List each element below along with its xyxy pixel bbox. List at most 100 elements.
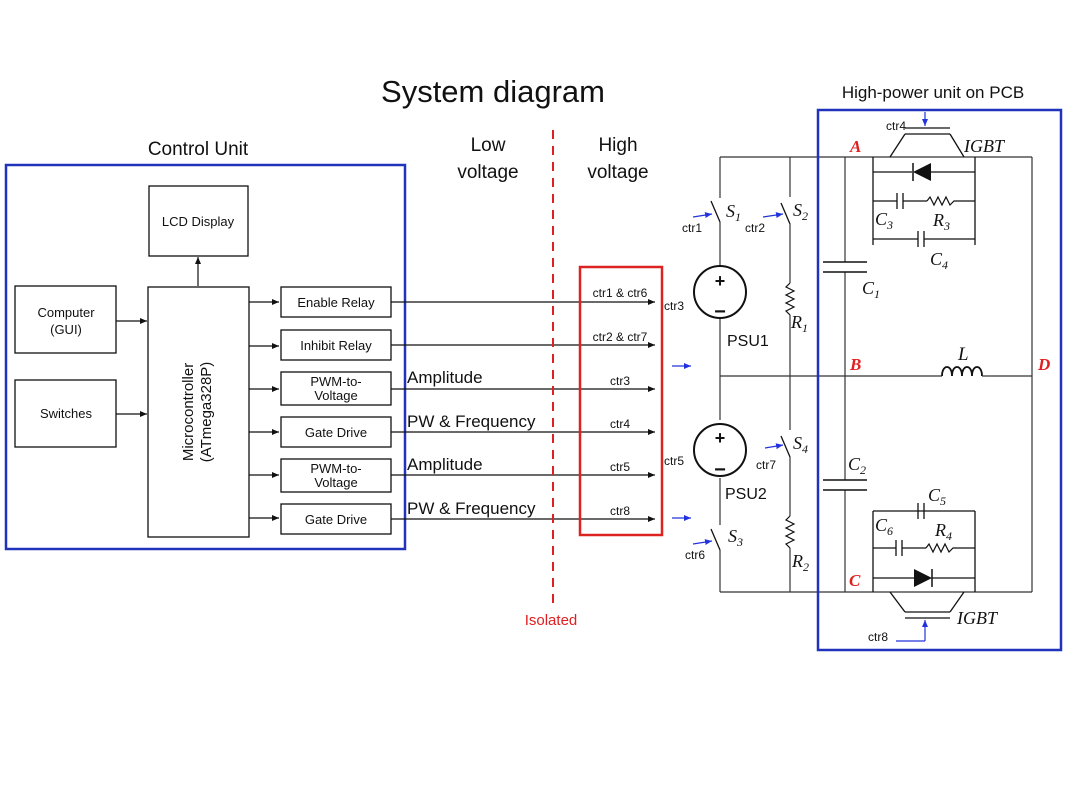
low-voltage-label-line1: Low [471,135,506,156]
amplitude-label-2: Amplitude [407,455,483,474]
microcontroller-label-line2: (ATmega328P) [198,362,215,463]
pwm-to-voltage-box-2 [280,458,392,493]
power-circuit-wires [719,156,1033,593]
resistor-r4 [925,542,975,554]
ctrl-label-ctr3: ctr3 [610,374,630,388]
c5-label: C5 [928,485,946,508]
diagram-title: System diagram [381,74,605,109]
ctrl-label-ctr2-ctr7: ctr2 & ctr7 [593,330,648,344]
psu2-minus: − [714,459,726,481]
c3-label: C3 [875,209,893,232]
r2-label: R2 [791,551,809,574]
pcb-border [816,108,1063,652]
ctr4-label: ctr4 [886,119,906,133]
enable-relay-box [280,286,392,318]
ctrl-label-ctr4: ctr4 [610,417,630,431]
psu2-symbol: + − [693,423,747,481]
pwm-to-voltage-label-1a: PWM-to- [310,374,361,389]
control-unit-border [4,163,407,551]
mcu-output-arrows [249,299,279,521]
node-b-label: B [849,355,861,374]
node-c-label: C [849,571,861,590]
s4-label: S4 [793,433,808,456]
gate-drive-box-1 [280,416,392,448]
psu2-plus: + [715,428,726,448]
high-voltage-label-line1: High [598,135,637,156]
computer-label-line1: Computer [37,305,95,320]
gate-drive-box-2 [280,503,392,535]
ctr6-label: ctr6 [685,548,705,562]
ctr7-label: ctr7 [756,458,776,472]
lcd-display-label: LCD Display [162,214,235,229]
capacitor-c5 [917,503,925,519]
capacitor-c2 [823,479,867,491]
c2-label: C2 [848,454,866,477]
ctr1-arrow [692,212,713,219]
relay-switches [710,200,791,551]
r3-label: R3 [932,210,950,233]
computer-box [14,285,117,354]
microcontroller-box [147,286,250,538]
ctrl-label-ctr8: ctr8 [610,504,630,518]
s2-label: S2 [793,200,808,223]
inhibit-relay-label: Inhibit Relay [300,338,372,353]
resistor-r3 [926,195,975,207]
psu2-label: PSU2 [725,486,767,503]
low-voltage-label-line2: voltage [457,162,518,183]
capacitor-c1 [823,261,867,273]
capacitor-c6 [895,540,903,556]
pwm-to-voltage-box-1 [280,371,392,406]
psu1-plus: + [715,271,726,291]
high-voltage-label-line2: voltage [587,162,648,183]
capacitor-c3 [896,193,904,209]
pwm-to-voltage-label-1b: Voltage [314,388,357,403]
s1-label: S1 [726,201,741,224]
capacitor-c4 [917,231,925,247]
computer-label-line2: (GUI) [50,322,82,337]
c6-label: C6 [875,515,893,538]
pcb-label: High-power unit on PCB [842,83,1024,102]
igbt-bottom-label: IGBT [956,608,999,628]
ctr3-label: ctr3 [664,299,684,313]
psu1-minus: − [714,301,726,323]
igbt-top-label: IGBT [963,136,1006,156]
control-signal-lines [391,299,655,522]
control-unit-label: Control Unit [148,139,249,160]
pw-frequency-label-1: PW & Frequency [407,412,536,431]
psu1-label: PSU1 [727,333,769,350]
switches-box [14,379,117,448]
ctr8-label: ctr8 [868,630,888,644]
ctrl-label-ctr5: ctr5 [610,460,630,474]
inductor-l [941,366,983,377]
node-d-label: D [1037,355,1050,374]
lcd-display-box [148,185,249,257]
s3-label: S3 [728,526,743,549]
microcontroller-label-line1: Microcontroller [180,363,197,461]
psu1-symbol: + − [693,265,747,323]
r4-label: R4 [934,520,952,543]
isolated-label: Isolated [525,612,578,629]
gate-drive-label-1: Gate Drive [305,425,367,440]
enable-relay-label: Enable Relay [297,295,375,310]
ctr6-arrow [692,539,713,546]
ctr2-arrow [762,212,784,219]
c1-label: C1 [862,278,880,301]
resistor-r1 [784,282,796,316]
ctr5-label: ctr5 [664,454,684,468]
pw-frequency-label-2: PW & Frequency [407,499,536,518]
ctr1-label: ctr1 [682,221,702,235]
r1-label: R1 [790,312,808,335]
pwm-to-voltage-label-2a: PWM-to- [310,461,361,476]
l-label: L [957,344,969,365]
pwm-to-voltage-label-2b: Voltage [314,475,357,490]
c4-label: C4 [930,249,948,272]
ctr7-arrow [764,443,784,450]
node-a-label: A [849,137,861,156]
ctrl-label-ctr1-ctr6: ctr1 & ctr6 [593,286,648,300]
igbt-top-diode [913,163,931,181]
amplitude-label-1: Amplitude [407,368,483,387]
resistor-r2 [784,515,796,549]
inhibit-relay-box [280,329,392,361]
igbt-bottom-diode [914,569,932,587]
